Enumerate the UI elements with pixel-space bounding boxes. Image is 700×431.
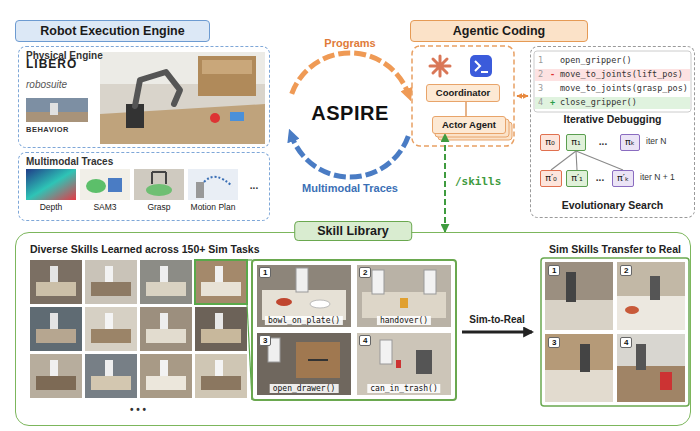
connector <box>551 151 576 170</box>
callout-number: 3 <box>548 337 560 348</box>
agent-box: Coordinator <box>426 84 500 102</box>
ellipsis: ... <box>599 136 607 148</box>
connector <box>576 151 577 170</box>
sim-to-real-arrow <box>462 332 532 333</box>
node-label: bowl_on_plate() <box>265 316 343 325</box>
node-label: handover() <box>377 316 431 325</box>
callout-number: 4 <box>359 335 371 346</box>
line-number: 2 <box>538 70 543 80</box>
policy-box: π₁ <box>566 134 586 151</box>
node-label: π′ₖ <box>617 173 629 184</box>
node-label: πₖ <box>625 137 635 148</box>
policy-box: π₀ <box>540 134 560 151</box>
callout-number: 4 <box>620 337 632 348</box>
trace-label: Motion Plan <box>191 203 236 213</box>
node-label: open_drawer() <box>270 384 339 393</box>
ellipsis: ... <box>250 180 258 192</box>
node-label: Agentic Coding <box>453 24 545 38</box>
edge-label: /skills <box>453 176 503 189</box>
connector <box>576 151 623 170</box>
skill-zoom <box>252 260 456 400</box>
callout-number: 2 <box>620 265 632 276</box>
code-line: close_gripper() <box>560 98 637 108</box>
callout-number: 2 <box>359 267 371 278</box>
agent-panel <box>412 46 528 146</box>
panel-heading: Skill Library <box>294 221 412 241</box>
policy-box: πₖ <box>620 134 640 151</box>
node-label: π′₀ <box>545 173 557 184</box>
ellipsis: ... <box>596 172 604 184</box>
diff-sign: - <box>550 70 555 80</box>
scene-thumbnail <box>26 98 88 122</box>
logo-text: LIBERO <box>26 58 77 72</box>
section-heading: Sim Skills Transfer to Real <box>549 243 681 255</box>
node-label: Evolutionary Search <box>562 199 664 211</box>
robot-photo <box>100 52 265 144</box>
node-label: can_in_trash() <box>367 384 440 393</box>
real-photos <box>541 258 689 406</box>
node-label: Multimodal Traces <box>26 156 113 168</box>
ellipsis: • • • <box>130 404 146 416</box>
node-label: Coordinator <box>436 88 490 99</box>
connector <box>465 102 466 116</box>
callout-number: 3 <box>259 335 271 346</box>
section-heading: Diverse Skills Learned across 150+ Sim T… <box>30 243 260 255</box>
policy-box: π′₀ <box>540 170 562 187</box>
iteration-label: iter N + 1 <box>640 173 675 183</box>
code-line: open_gripper() <box>560 56 632 66</box>
iteration-label: iter N <box>646 137 666 147</box>
policy-box: π′ₖ <box>612 170 634 187</box>
cycle-arrows <box>292 53 409 177</box>
code-line: move_to_joints(lift_pos) <box>560 70 683 80</box>
sim-task-grid <box>30 260 252 400</box>
policy-box: π′₁ <box>566 170 588 187</box>
system-name: ASPIRE <box>311 102 388 125</box>
diff-sign: + <box>550 98 555 108</box>
node-label: Iterative Debugging <box>563 113 661 125</box>
node-label: Robot Execution Engine <box>40 24 184 38</box>
connector <box>444 134 446 232</box>
logo-text: BEHAVIOR <box>26 126 69 135</box>
trace-thumbnails <box>26 169 238 200</box>
logo-text: robosuite <box>26 79 67 91</box>
node-label: π₀ <box>545 137 555 148</box>
node-label: π₁ <box>571 137 581 148</box>
node-label: Actor Agent <box>442 120 496 131</box>
code-panel <box>534 51 691 112</box>
callout-number: 1 <box>548 265 560 276</box>
trace-label: Depth <box>40 203 63 213</box>
line-number: 4 <box>538 98 543 108</box>
line-number: 1 <box>538 56 543 66</box>
skill-library-panel: bowl_on_plate() handover() open_drawer() ca… <box>15 232 691 426</box>
code-line: move_to_joints(grasp_pos) <box>560 84 688 94</box>
arrow-label: Sim-to-Real <box>469 314 525 326</box>
trace-label: SAM3 <box>93 203 116 213</box>
node-label: π′₁ <box>571 173 583 184</box>
trace-label: Grasp <box>147 203 170 213</box>
callout-number: 1 <box>259 267 271 278</box>
section-tab: Agentic Coding <box>410 20 588 42</box>
cycle-label: Multimodal Traces <box>302 182 398 195</box>
agent-box: Actor Agent <box>432 116 506 134</box>
line-number: 3 <box>538 84 543 94</box>
cycle-label: Programs <box>324 37 375 50</box>
section-tab: Robot Execution Engine <box>15 20 210 42</box>
